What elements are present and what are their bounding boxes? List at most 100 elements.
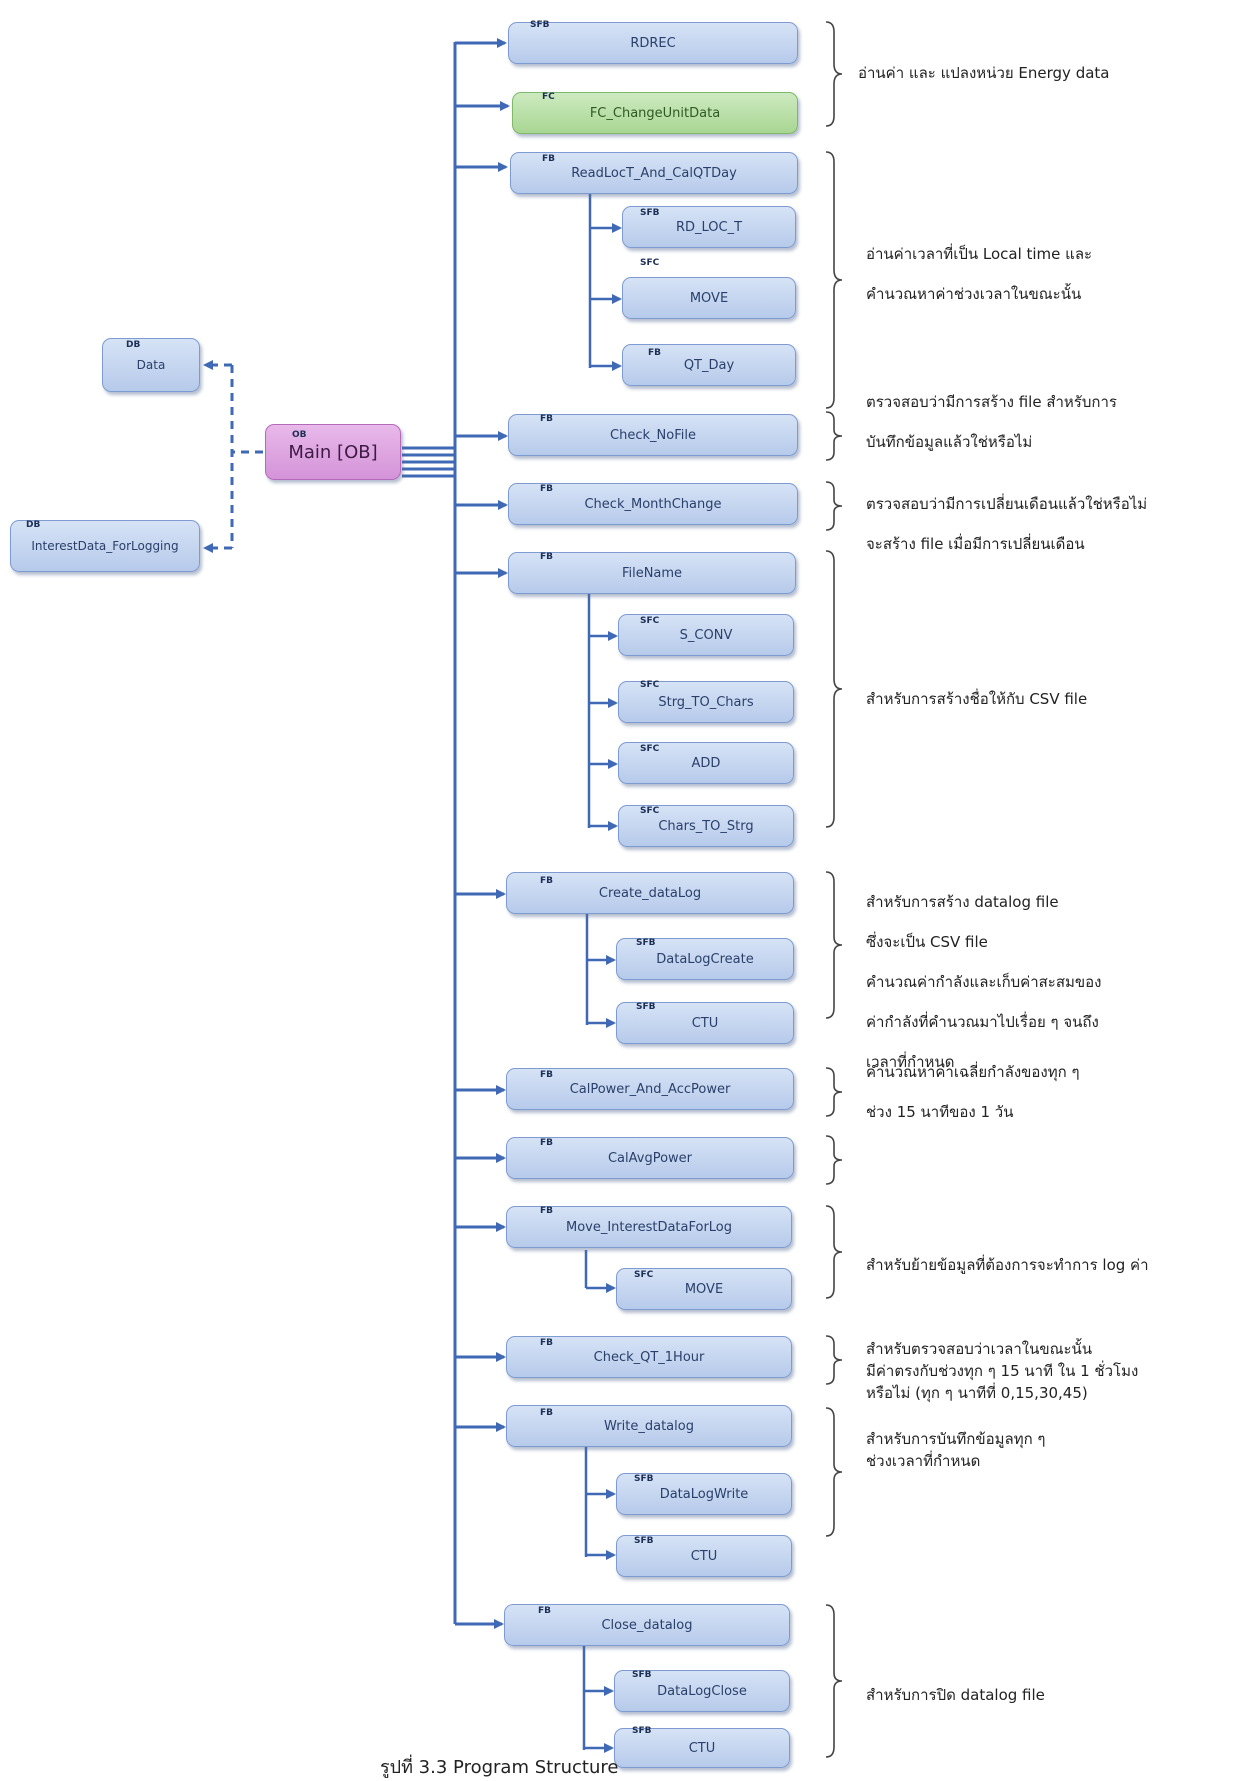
- annotation-line: สำหรับการปิด datalog file: [866, 1686, 1045, 1704]
- annotation-check-qt: สำหรับตรวจสอบว่าเวลาในขณะนั้น มีค่าตรงกั…: [866, 1338, 1138, 1404]
- block-datalogcreate[interactable]: DataLogCreate: [616, 938, 794, 980]
- block-datalogwrite[interactable]: DataLogWrite: [616, 1473, 792, 1515]
- annotation-avg-power: คำนวณหาค่าเฉลี่ยกำลังของทุก ๆ ช่วง 15 นา…: [866, 1052, 1080, 1132]
- block-label: CalAvgPower: [607, 1150, 693, 1166]
- annotation-close-log: สำหรับการปิด datalog file: [866, 1686, 1045, 1704]
- tag-sfc-icon: SFC: [634, 1270, 654, 1280]
- tag-sfb-icon: SFB: [636, 938, 656, 948]
- tag-sfc-icon: SFC: [640, 258, 660, 268]
- block-label: Close_datalog: [601, 1617, 693, 1633]
- block-label: CTU: [690, 1548, 718, 1564]
- annotation-create-datalog: สำหรับการสร้าง datalog file ซึ่งจะเป็น C…: [866, 882, 1101, 1082]
- block-move-1[interactable]: MOVE: [622, 277, 796, 319]
- tag-fb-icon: FB: [540, 552, 554, 562]
- annotation-line: สำหรับการบันทึกข้อมูลทุก ๆ: [866, 1430, 1046, 1448]
- annotation-line: อ่านค่า และ แปลงหน่วย Energy data: [858, 64, 1110, 82]
- block-label: DataLogCreate: [656, 951, 754, 967]
- db-interest-label: InterestData_ForLogging: [31, 539, 179, 553]
- annotation-line: ตรวจสอบว่ามีการเปลี่ยนเดือนแล้วใช่หรือไม…: [866, 495, 1148, 513]
- block-qt-day[interactable]: QT_Day: [622, 344, 796, 386]
- main-ob-block[interactable]: Main [OB]: [265, 424, 401, 480]
- annotation-write-log: สำหรับการบันทึกข้อมูลทุก ๆ ช่วงเวลาที่กำ…: [866, 1428, 1046, 1472]
- block-move-interestdata[interactable]: Move_InterestDataForLog: [506, 1206, 792, 1248]
- annotation-line: มีค่าตรงกับช่วงทุก ๆ 15 นาที ใน 1 ชั่วโม…: [866, 1362, 1139, 1380]
- block-label: Move_InterestDataForLog: [565, 1219, 733, 1235]
- annotation-line: จะสร้าง file เมื่อมีการเปลี่ยนเดือน: [866, 535, 1085, 553]
- tag-sfb-icon: SFB: [632, 1726, 652, 1736]
- block-close-datalog[interactable]: Close_datalog: [504, 1604, 790, 1646]
- annotation-line: คำนวณค่ากำลังและเก็บค่าสะสมของ: [866, 973, 1102, 991]
- block-label: FC_ChangeUnitData: [589, 105, 721, 121]
- block-label: Check_NoFile: [610, 427, 696, 443]
- annotation-line: ช่วง 15 นาทีของ 1 วัน: [866, 1103, 1014, 1121]
- tag-sfb-icon: SFB: [632, 1670, 652, 1680]
- tag-sfb-icon: SFB: [634, 1536, 654, 1546]
- annotation-line: คำนวณหาค่าช่วงเวลาในขณะนั้น: [866, 285, 1082, 303]
- block-ctu-1[interactable]: CTU: [616, 1002, 794, 1044]
- annotation-braces: [825, 21, 843, 1758]
- annotation-local-time: อ่านค่าเวลาที่เป็น Local time และ คำนวณห…: [866, 234, 1092, 314]
- block-strg-to-chars[interactable]: Strg_TO_Chars: [618, 681, 794, 723]
- annotation-line: อ่านค่าเวลาที่เป็น Local time และ: [866, 245, 1093, 263]
- annotation-line: สำหรับตรวจสอบว่าเวลาในขณะนั้น: [866, 1340, 1093, 1358]
- tag-db-icon: DB: [126, 340, 141, 350]
- tag-sfc-icon: SFC: [640, 744, 660, 754]
- block-ctu-3[interactable]: CTU: [614, 1728, 790, 1768]
- tag-fb-icon: FB: [540, 1070, 554, 1080]
- block-check-monthchange[interactable]: Check_MonthChange: [508, 483, 798, 525]
- block-label: QT_Day: [683, 357, 735, 373]
- block-filename[interactable]: FileName: [508, 552, 796, 594]
- block-label: Write_datalog: [604, 1418, 694, 1434]
- block-write-datalog[interactable]: Write_datalog: [506, 1405, 792, 1447]
- block-readloct[interactable]: ReadLocT_And_CalQTDay: [510, 152, 798, 194]
- block-label: CTU: [691, 1015, 719, 1031]
- block-label: Chars_TO_Strg: [658, 818, 754, 834]
- tag-fb-icon: FB: [540, 1408, 554, 1418]
- annotation-move-log: สำหรับย้ายข้อมูลที่ต้องการจะทำการ log ค่…: [866, 1256, 1149, 1274]
- block-add[interactable]: ADD: [618, 742, 794, 784]
- tag-sfc-icon: SFC: [640, 680, 660, 690]
- db-data-block[interactable]: Data: [102, 338, 200, 392]
- block-datalogclose[interactable]: DataLogClose: [614, 1670, 790, 1712]
- tag-sfb-icon: SFB: [634, 1474, 654, 1484]
- block-label: ReadLocT_And_CalQTDay: [571, 165, 737, 181]
- block-label: Strg_TO_Chars: [658, 694, 754, 710]
- annotation-line: เวลาที่กำหนด: [866, 1053, 955, 1071]
- block-s-conv[interactable]: S_CONV: [618, 614, 794, 656]
- db-interestdata-block[interactable]: InterestData_ForLogging: [10, 520, 200, 572]
- block-label: RDREC: [630, 35, 676, 51]
- block-fc-changeunitdata[interactable]: FC_ChangeUnitData: [512, 92, 798, 134]
- main-bus-lines: [402, 42, 457, 1624]
- tag-fb-icon: FB: [540, 484, 554, 494]
- block-ctu-2[interactable]: CTU: [616, 1535, 792, 1577]
- block-check-qt-1hour[interactable]: Check_QT_1Hour: [506, 1336, 792, 1378]
- tag-sfc-icon: SFC: [640, 616, 660, 626]
- annotation-line: ค่ากำลังที่คำนวณมาไปเรื่อย ๆ จนถึง: [866, 1013, 1099, 1031]
- block-move-2[interactable]: MOVE: [616, 1268, 792, 1310]
- tag-fb-icon: FB: [540, 1338, 554, 1348]
- block-label: DataLogWrite: [659, 1486, 749, 1502]
- block-label: FileName: [621, 565, 683, 581]
- block-create-datalog[interactable]: Create_dataLog: [506, 872, 794, 914]
- annotation-line: ช่วงเวลาที่กำหนด: [866, 1452, 981, 1470]
- block-calavgpower[interactable]: CalAvgPower: [506, 1137, 794, 1179]
- db-data-label: Data: [136, 358, 166, 372]
- annotation-line: หรือไม่ (ทุก ๆ นาทีที่ 0,15,30,45): [866, 1384, 1088, 1402]
- block-rdrec[interactable]: RDREC: [508, 22, 798, 64]
- block-check-nofile[interactable]: Check_NoFile: [508, 414, 798, 456]
- tag-fb-icon: FB: [648, 348, 662, 358]
- tag-sfb-icon: SFB: [640, 208, 660, 218]
- trunk-arrows: [455, 38, 510, 1629]
- tag-fb-icon: FB: [540, 876, 554, 886]
- block-calpower[interactable]: CalPower_And_AccPower: [506, 1068, 794, 1110]
- block-label: Create_dataLog: [598, 885, 702, 901]
- tag-fb-icon: FB: [540, 1206, 554, 1216]
- tag-db-icon: DB: [26, 520, 41, 530]
- tag-fb-icon: FB: [542, 154, 556, 164]
- block-rd-loc-t[interactable]: RD_LOC_T: [622, 206, 796, 248]
- block-label: S_CONV: [679, 627, 733, 643]
- block-chars-to-strg[interactable]: Chars_TO_Strg: [618, 805, 794, 847]
- block-label: CTU: [688, 1740, 716, 1756]
- tag-fb-icon: FB: [538, 1606, 552, 1616]
- annotation-line: ตรวจสอบว่ามีการสร้าง file สำหรับการ: [866, 393, 1117, 411]
